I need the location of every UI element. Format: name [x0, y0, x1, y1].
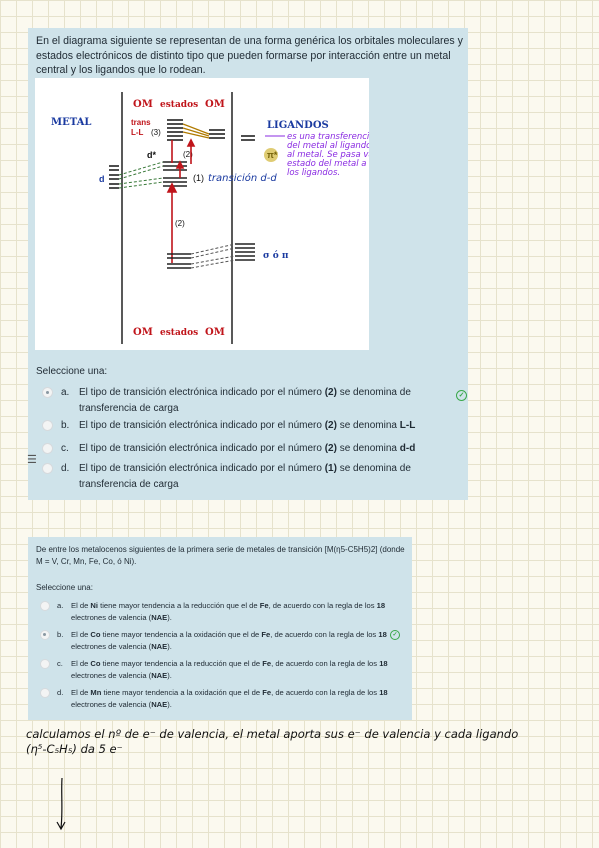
q1-option-b[interactable]: b. El tipo de transición electrónica ind… — [42, 418, 441, 434]
label-2a: (2) — [183, 150, 193, 159]
option-text: El tipo de transición electrónica indica… — [79, 463, 411, 490]
label-trans: trans — [131, 118, 151, 127]
q2-option-c[interactable]: c. El de Co tiene mayor tendencia a la r… — [40, 658, 401, 682]
label-om-bottom-2: OM — [205, 327, 225, 338]
orbital-diagram-svg: OM estados OM METAL LIGANDOS trans L-L (… — [51, 92, 429, 344]
option-text: El de Co tiene mayor tendencia a la oxid… — [71, 630, 387, 651]
option-text: El tipo de transición electrónica indica… — [79, 443, 416, 454]
radio-button[interactable] — [40, 659, 50, 669]
question-1-card: En el diagrama siguiente se representan … — [28, 28, 468, 500]
option-letter: b. — [61, 420, 70, 431]
option-letter: a. — [57, 601, 64, 610]
check-circle-icon: ✓ — [456, 390, 467, 401]
option-text: El de Co tiene mayor tendencia a la redu… — [71, 659, 388, 680]
handwriting-line-3: al metal. Se pasa va desde un — [287, 150, 369, 160]
option-letter: d. — [57, 688, 64, 697]
radio-button[interactable] — [40, 688, 50, 698]
label-om-bottom: OM — [133, 327, 153, 338]
label-dstar: d* — [147, 150, 156, 160]
label-metal: METAL — [51, 117, 91, 128]
question-1-text: En el diagrama siguiente se representan … — [36, 35, 463, 77]
radio-button[interactable] — [42, 420, 53, 431]
select-one-label: Seleccione una: — [36, 583, 93, 592]
option-letter: a. — [61, 387, 70, 398]
option-letter: c. — [57, 659, 63, 668]
label-om-top-2: OM — [205, 99, 225, 110]
note-line-1: calculamos el nº de e⁻ de valencia, el m… — [26, 727, 519, 741]
handwriting-line-2: del metal al ligando o del ligando — [287, 141, 369, 151]
option-text: El de Mn tiene mayor tendencia a la oxid… — [71, 688, 388, 709]
option-text: El tipo de transición electrónica indica… — [79, 387, 411, 414]
radio-button[interactable] — [40, 630, 50, 640]
select-one-label: Seleccione una: — [36, 366, 108, 377]
label-estados-top: estados — [160, 100, 198, 110]
question-2-text: De entre los metalocenos siguientes de l… — [36, 545, 405, 566]
label-transicion: transición d-d — [208, 172, 277, 184]
label-om-top: OM — [133, 99, 153, 110]
handwriting-line-5: los ligandos. — [287, 168, 340, 178]
option-text: El tipo de transición electrónica indica… — [79, 420, 416, 431]
option-text: El de Ni tiene mayor tendencia a la redu… — [71, 601, 386, 622]
label-2b: (2) — [175, 219, 185, 228]
q2-option-d[interactable]: d. El de Mn tiene mayor tendencia a la o… — [40, 687, 401, 711]
q1-option-a[interactable]: a. El tipo de transición electrónica ind… — [42, 385, 441, 416]
orbital-diagram: OM estados OM METAL LIGANDOS trans L-L (… — [35, 78, 429, 350]
radio-button[interactable] — [42, 463, 53, 474]
label-estados-bottom: estados — [160, 328, 198, 338]
radio-button[interactable] — [40, 601, 50, 611]
radio-button[interactable] — [42, 443, 53, 454]
check-circle-icon: ✓ — [390, 630, 400, 640]
q1-option-d[interactable]: d. El tipo de transición electrónica ind… — [42, 461, 441, 492]
q1-option-c[interactable]: c. El tipo de transición electrónica ind… — [42, 441, 441, 457]
label-ligandos: LIGANDOS — [267, 120, 329, 131]
menu-icon[interactable]: ☰ — [27, 454, 37, 466]
label-1: (1) — [193, 173, 204, 183]
label-ll: L-L — [131, 128, 144, 137]
down-arrow-icon — [56, 777, 66, 831]
option-letter: b. — [57, 630, 64, 639]
q2-option-b[interactable]: b. El de Co tiene mayor tendencia a la o… — [40, 629, 401, 653]
note-line-2: (η⁵-C₅H₅) da 5 e⁻ — [26, 742, 123, 756]
question-2-card: De entre los metalocenos siguientes de l… — [28, 537, 412, 720]
q2-option-a[interactable]: a. El de Ni tiene mayor tendencia a la r… — [40, 600, 401, 624]
radio-button[interactable] — [42, 387, 53, 398]
label-3: (3) — [151, 128, 161, 137]
handwritten-note: calculamos el nº de e⁻ de valencia, el m… — [26, 727, 586, 757]
label-d: d — [99, 174, 105, 184]
label-sigma-pi: σ ó π — [263, 250, 289, 261]
handwriting-line-1: es una transferencia de carga — [287, 132, 369, 142]
option-letter: d. — [61, 463, 70, 474]
handwriting-line-4: estado del metal a un orb π* de — [287, 159, 369, 169]
option-letter: c. — [61, 443, 69, 454]
